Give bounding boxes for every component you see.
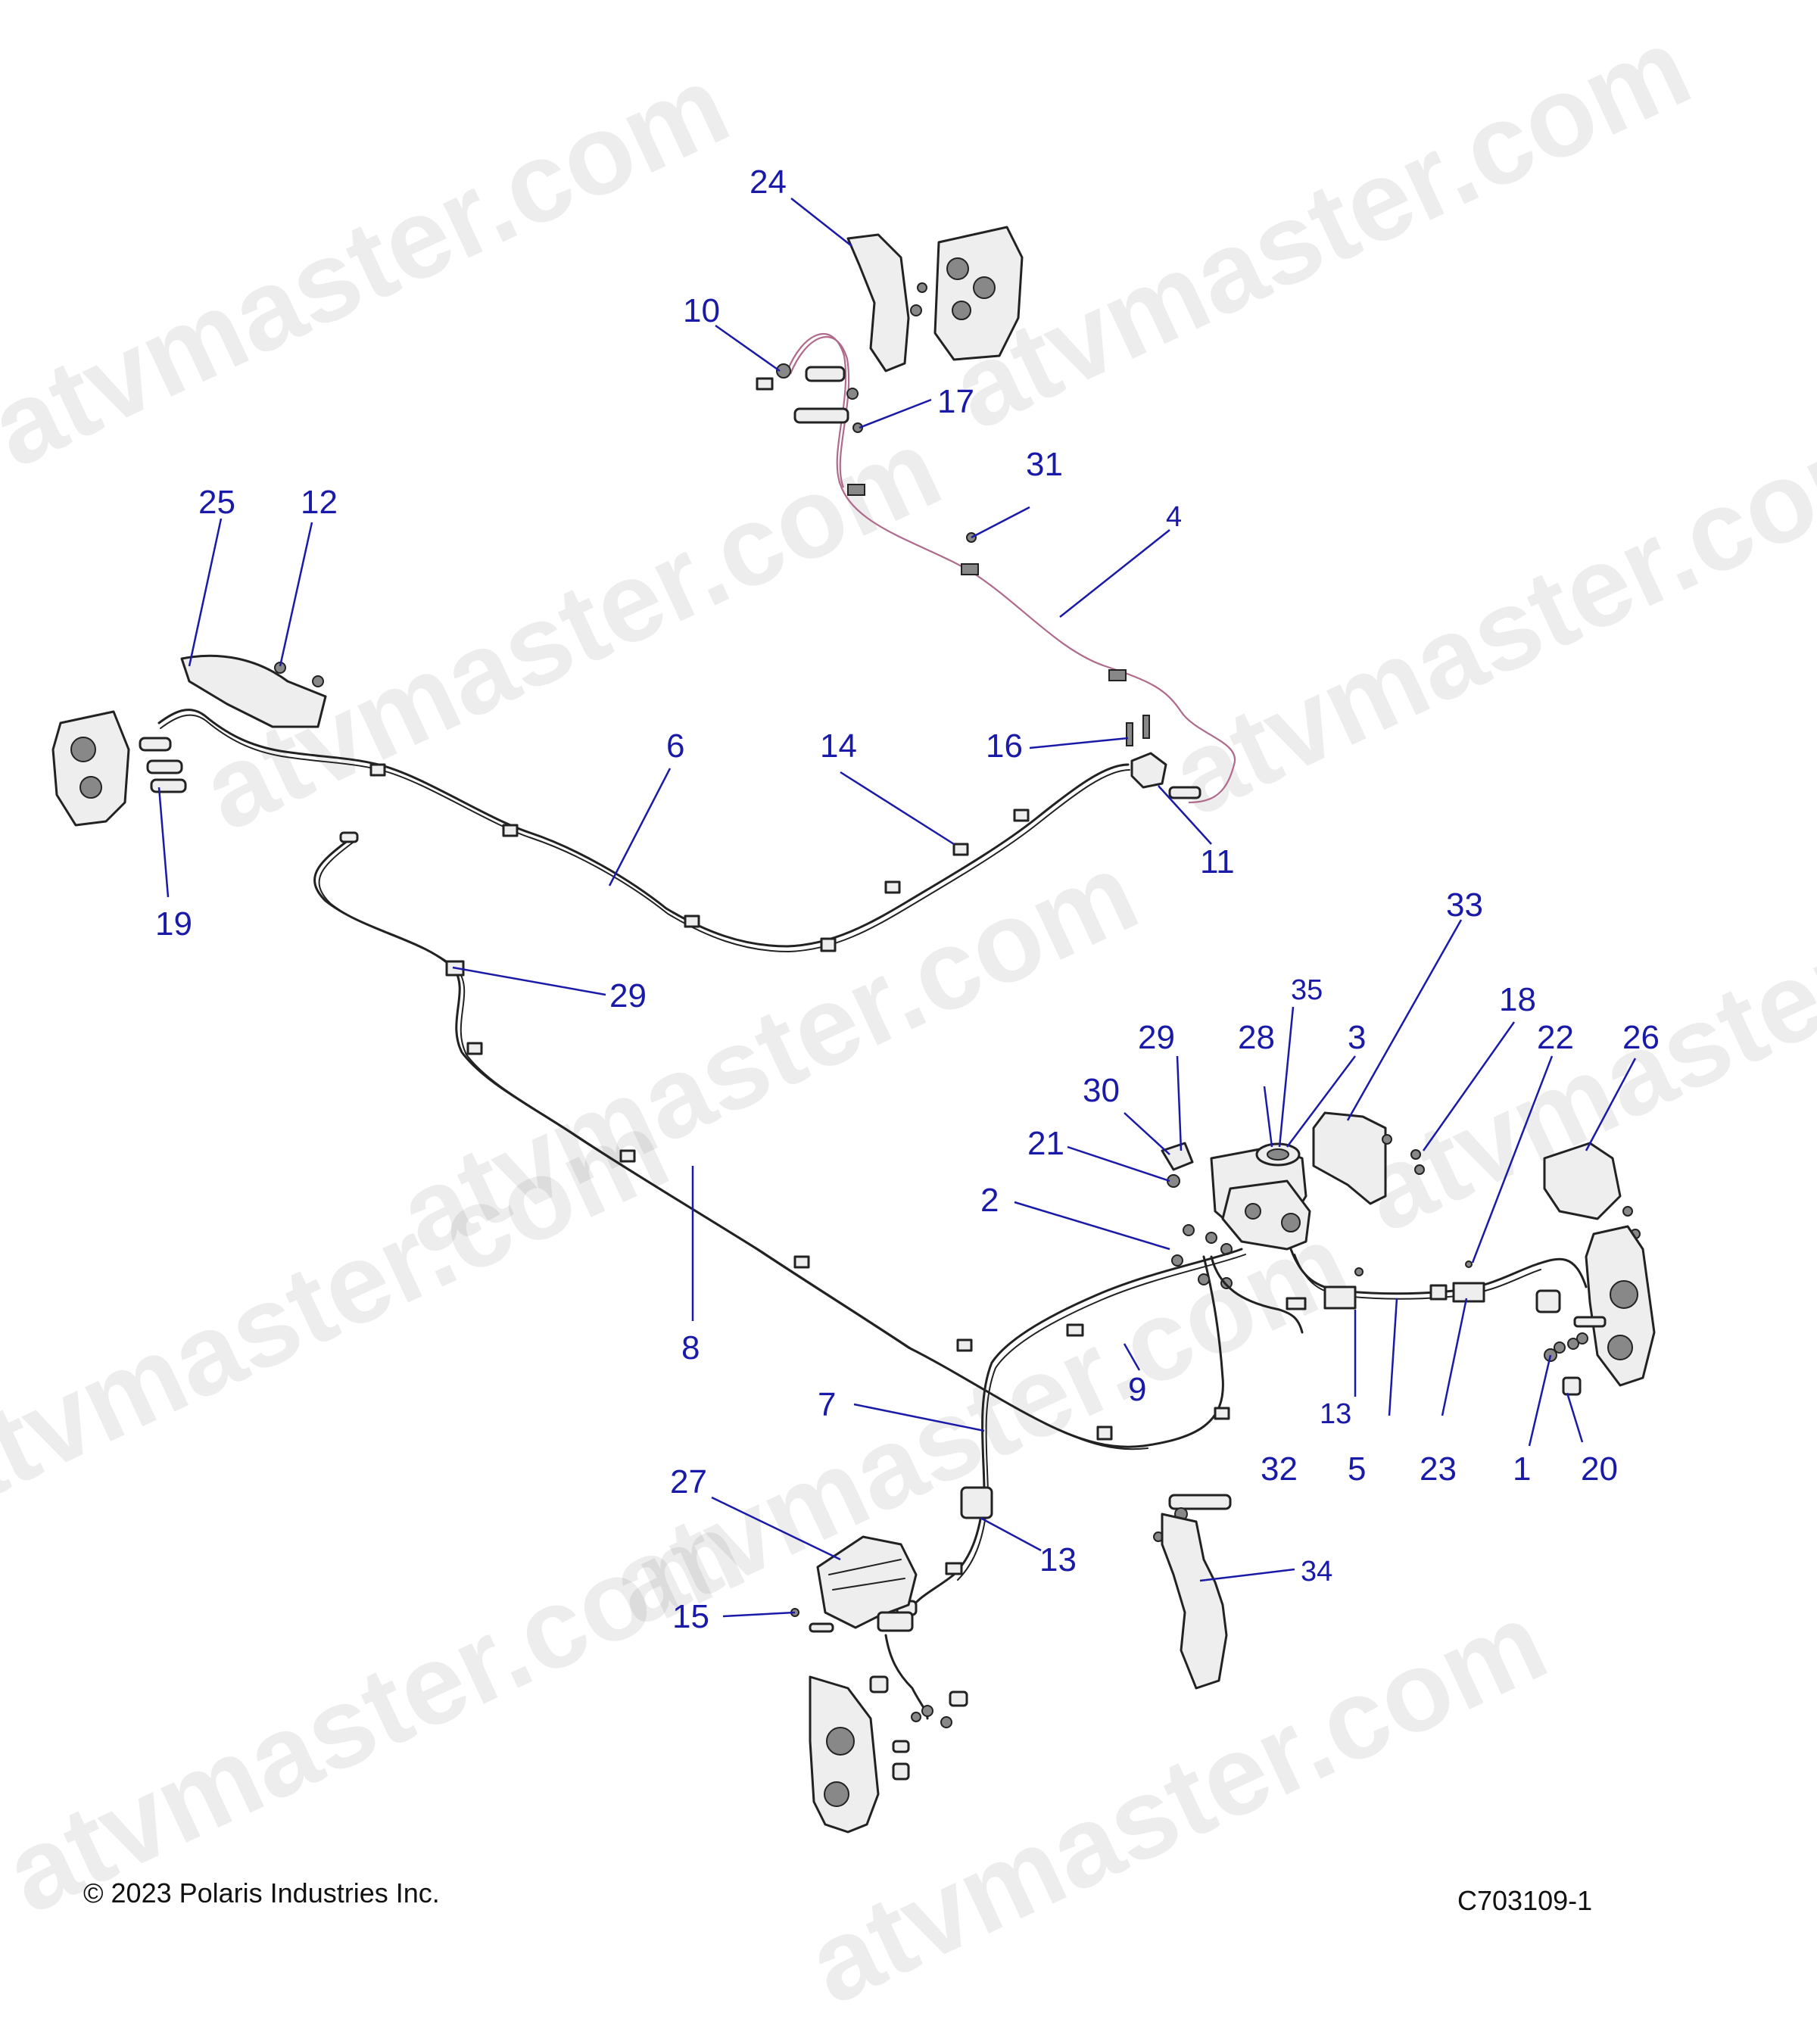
callout-34: 34 <box>1301 1556 1332 1588</box>
brake-line-6 <box>157 709 1130 952</box>
callout-6: 6 <box>666 728 684 765</box>
leader-lines <box>157 198 1637 1618</box>
callout-labels: 24 10 17 31 4 25 12 6 14 16 11 19 29 33 … <box>155 164 1660 1635</box>
watermark: atvmaster.com <box>1153 388 1817 840</box>
callout-13-master: 13 <box>1320 1398 1351 1430</box>
callout-29-master: 29 <box>1138 1019 1175 1056</box>
watermark: atvmaster.com <box>0 1085 686 1536</box>
callout-4: 4 <box>1166 501 1182 533</box>
callout-29: 29 <box>609 977 647 1014</box>
callout-24: 24 <box>750 164 787 201</box>
watermark: atvmaster.com <box>0 40 746 491</box>
callout-20: 20 <box>1581 1450 1618 1488</box>
watermark: atvmaster.com <box>790 1577 1564 2028</box>
callout-23: 23 <box>1420 1450 1457 1488</box>
callout-3: 3 <box>1348 1019 1366 1056</box>
master-cylinder-assembly <box>1161 1111 1425 1289</box>
callout-19: 19 <box>155 905 192 943</box>
brake-line-5 <box>1289 1248 1588 1310</box>
callout-18: 18 <box>1499 981 1536 1018</box>
callout-13: 13 <box>1039 1541 1077 1578</box>
callout-28: 28 <box>1238 1019 1275 1056</box>
callout-11: 11 <box>1200 843 1235 880</box>
callout-26: 26 <box>1622 1019 1660 1056</box>
callout-25: 25 <box>198 484 235 521</box>
callout-32: 32 <box>1261 1450 1298 1488</box>
callout-9: 9 <box>1128 1371 1146 1408</box>
front-right-caliper-assembly <box>846 226 1024 372</box>
watermark: atvmaster.com <box>933 2 1708 453</box>
callout-1: 1 <box>1513 1450 1531 1488</box>
callout-31: 31 <box>1026 446 1063 483</box>
callout-22: 22 <box>1537 1019 1574 1056</box>
callout-33: 33 <box>1446 886 1483 924</box>
callout-10: 10 <box>683 292 720 329</box>
callout-21: 21 <box>1027 1125 1064 1162</box>
watermark: atvmaster.com <box>184 404 958 855</box>
diagram-id: C703109-1 <box>1457 1885 1593 1916</box>
left-rear-caliper-assembly <box>790 1535 968 1834</box>
callout-2: 2 <box>980 1182 999 1219</box>
callout-27: 27 <box>670 1463 707 1500</box>
right-rear-caliper-assembly <box>1535 1142 1656 1396</box>
brake-pedal <box>1153 1494 1232 1690</box>
callout-15: 15 <box>672 1598 709 1635</box>
copyright-notice: © 2023 Polaris Industries Inc. <box>83 1877 440 1908</box>
callout-16: 16 <box>986 728 1023 765</box>
callout-17: 17 <box>937 383 974 420</box>
left-caliper-assembly <box>51 654 327 827</box>
callout-14: 14 <box>820 728 857 765</box>
callout-35: 35 <box>1291 974 1323 1006</box>
callout-8: 8 <box>681 1329 700 1366</box>
watermark: atvmaster.com <box>0 1486 762 1937</box>
callout-5: 5 <box>1348 1450 1366 1488</box>
brake-line-4 <box>786 332 1236 804</box>
brake-line-7 <box>896 1248 1246 1616</box>
callout-7: 7 <box>818 1386 836 1423</box>
callout-30: 30 <box>1083 1072 1120 1109</box>
callout-12: 12 <box>301 484 338 521</box>
junction-block-11 <box>1126 715 1201 799</box>
banjo-fittings-10 <box>756 363 977 543</box>
brake-line-8 <box>313 831 1230 1450</box>
brake-line-32 <box>1210 1255 1307 1334</box>
